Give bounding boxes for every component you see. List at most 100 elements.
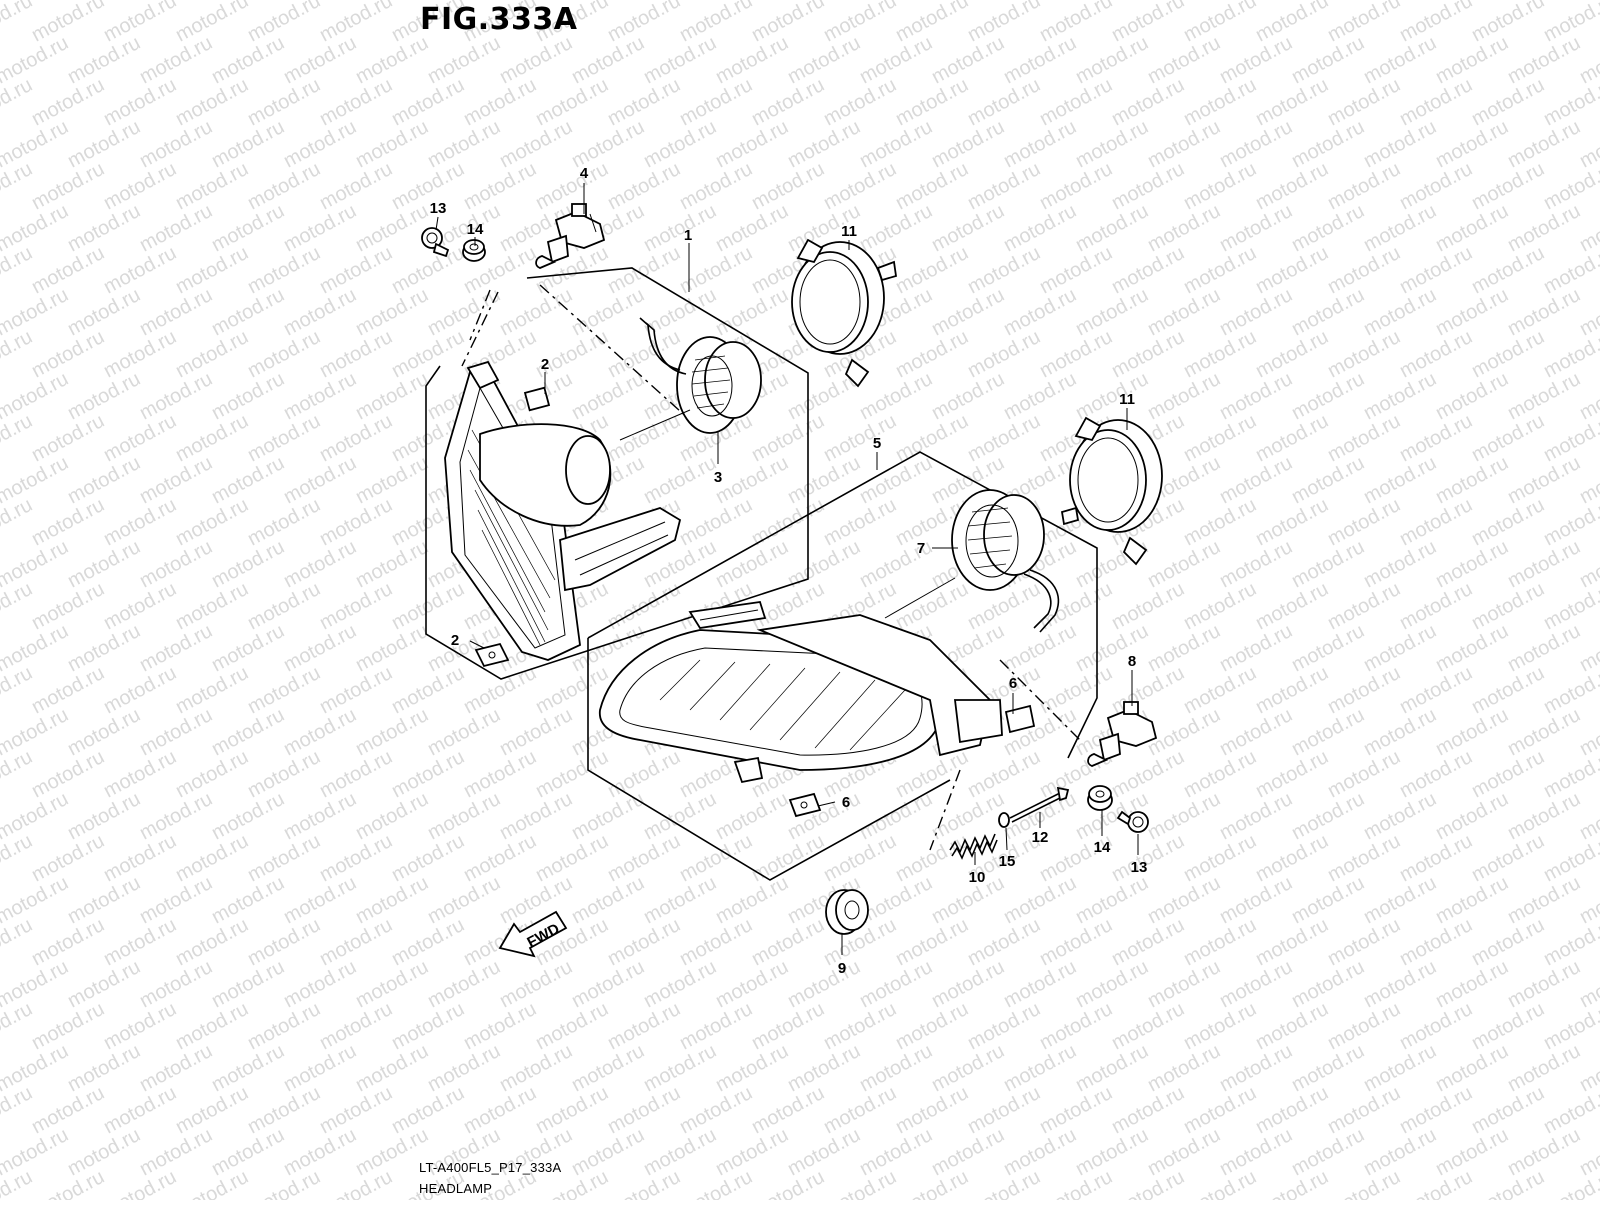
- watermark-text: motod.ru: [892, 326, 972, 382]
- watermark-text: motod.ru: [964, 410, 1044, 466]
- watermark-text: motod.ru: [1036, 1082, 1116, 1138]
- watermark-text: motod.ru: [928, 788, 1008, 844]
- watermark-text: motod.ru: [280, 872, 360, 928]
- watermark-text: motod.ru: [1144, 1124, 1224, 1180]
- watermark-text: motod.ru: [244, 1166, 324, 1200]
- watermark-text: motod.ru: [856, 872, 936, 928]
- watermark-text: motod.ru: [1468, 914, 1548, 970]
- watermark-text: motod.ru: [1324, 998, 1404, 1054]
- watermark-text: motod.ru: [604, 998, 684, 1054]
- watermark-text: motod.ru: [1216, 452, 1296, 508]
- watermark-text: motod.ru: [1288, 536, 1368, 592]
- watermark-text: motod.ru: [1432, 620, 1512, 676]
- watermark-text: motod.ru: [820, 1166, 900, 1200]
- watermark-text: motod.ru: [1468, 410, 1548, 466]
- watermark-text: motod.ru: [1108, 1166, 1188, 1200]
- watermark-text: motod.ru: [1396, 1166, 1476, 1200]
- watermark-text: motod.ru: [352, 956, 432, 1012]
- watermark-text: motod.ru: [172, 158, 252, 214]
- callout-5: 5: [873, 435, 881, 452]
- watermark-text: motod.ru: [532, 830, 612, 886]
- watermark-text: motod.ru: [172, 998, 252, 1054]
- watermark-text: motod.ru: [1288, 200, 1368, 256]
- watermark-text: motod.ru: [424, 956, 504, 1012]
- watermark-text: motod.ru: [640, 200, 720, 256]
- watermark-text: motod.ru: [64, 872, 144, 928]
- watermark-text: motod.ru: [784, 1040, 864, 1096]
- watermark-text: motod.ru: [712, 452, 792, 508]
- watermark-text: motod.ru: [856, 32, 936, 88]
- callout-11-upper: 11: [841, 223, 857, 240]
- watermark-text: motod.ru: [1252, 410, 1332, 466]
- watermark-text: motod.ru: [1468, 662, 1548, 718]
- watermark-text: motod.ru: [1288, 956, 1368, 1012]
- watermark-text: motod.ru: [1432, 704, 1512, 760]
- watermark-text: motod.ru: [856, 368, 936, 424]
- watermark-text: motod.ru: [100, 326, 180, 382]
- watermark-text: motod.ru: [1180, 578, 1260, 634]
- watermark-text: motod.ru: [1180, 1166, 1260, 1200]
- callout-7: 7: [917, 540, 925, 557]
- watermark-text: motod.ru: [856, 956, 936, 1012]
- watermark-text: motod.ru: [244, 242, 324, 298]
- watermark-text: motod.ru: [1000, 1124, 1080, 1180]
- watermark-text: motod.ru: [1252, 0, 1332, 46]
- watermark-text: motod.ru: [244, 74, 324, 130]
- watermark-text: motod.ru: [892, 914, 972, 970]
- cushion-9: [826, 890, 868, 934]
- watermark-text: motod.ru: [208, 452, 288, 508]
- callout-14-lower: 14: [1094, 839, 1111, 856]
- watermark-text: motod.ru: [1468, 242, 1548, 298]
- watermark-text: motod.ru: [136, 620, 216, 676]
- watermark-text: motod.ru: [1252, 242, 1332, 298]
- watermark-text: motod.ru: [1216, 704, 1296, 760]
- watermark-text: motod.ru: [1504, 788, 1584, 844]
- watermark-text: motod.ru: [208, 116, 288, 172]
- watermark-text: motod.ru: [1396, 662, 1476, 718]
- watermark-text: motod.ru: [1072, 872, 1152, 928]
- watermark-text: motod.ru: [64, 1040, 144, 1096]
- watermark-text: motod.ru: [1252, 326, 1332, 382]
- watermark-text: motod.ru: [1072, 956, 1152, 1012]
- watermark-text: motod.ru: [172, 914, 252, 970]
- watermark-text: motod.ru: [1180, 326, 1260, 382]
- watermark-text: motod.ru: [388, 830, 468, 886]
- watermark-text: motod.ru: [640, 284, 720, 340]
- watermark-text: motod.ru: [1468, 578, 1548, 634]
- watermark-text: motod.ru: [496, 1040, 576, 1096]
- watermark-text: motod.ru: [1144, 536, 1224, 592]
- watermark-text: motod.ru: [424, 284, 504, 340]
- watermark-text: motod.ru: [892, 830, 972, 886]
- watermark-text: motod.ru: [712, 1040, 792, 1096]
- watermark-text: motod.ru: [568, 284, 648, 340]
- watermark-text: motod.ru: [1504, 872, 1584, 928]
- watermark-text: motod.ru: [604, 410, 684, 466]
- watermark-text: motod.ru: [640, 1040, 720, 1096]
- watermark-text: motod.ru: [352, 872, 432, 928]
- callout-8: 8: [1128, 653, 1136, 670]
- watermark-text: motod.ru: [1504, 1124, 1584, 1180]
- watermark-text: motod.ru: [100, 0, 180, 46]
- watermark-text: motod.ru: [1252, 746, 1332, 802]
- watermark-text: motod.ru: [172, 0, 252, 46]
- watermark-text: motod.ru: [964, 0, 1044, 46]
- figure-name: HEADLAMP: [419, 1181, 492, 1196]
- watermark-text: motod.ru: [28, 662, 108, 718]
- watermark-text: motod.ru: [100, 494, 180, 550]
- watermark-text: motod.ru: [280, 368, 360, 424]
- watermark-text: motod.ru: [100, 1082, 180, 1138]
- watermark-text: motod.ru: [1036, 326, 1116, 382]
- watermark-text: motod.ru: [784, 452, 864, 508]
- callout-1: 1: [684, 227, 692, 244]
- callout-12: 12: [1032, 829, 1049, 846]
- watermark-text: motod.ru: [1432, 200, 1512, 256]
- watermark-text: motod.ru: [28, 578, 108, 634]
- callout-6-upper: 6: [1009, 675, 1017, 692]
- watermark-text: motod.ru: [820, 158, 900, 214]
- watermark-text: motod.ru: [28, 746, 108, 802]
- watermark-text: motod.ru: [28, 410, 108, 466]
- watermark-text: motod.ru: [1000, 284, 1080, 340]
- watermark-text: motod.ru: [352, 620, 432, 676]
- watermark-text: motod.ru: [352, 1040, 432, 1096]
